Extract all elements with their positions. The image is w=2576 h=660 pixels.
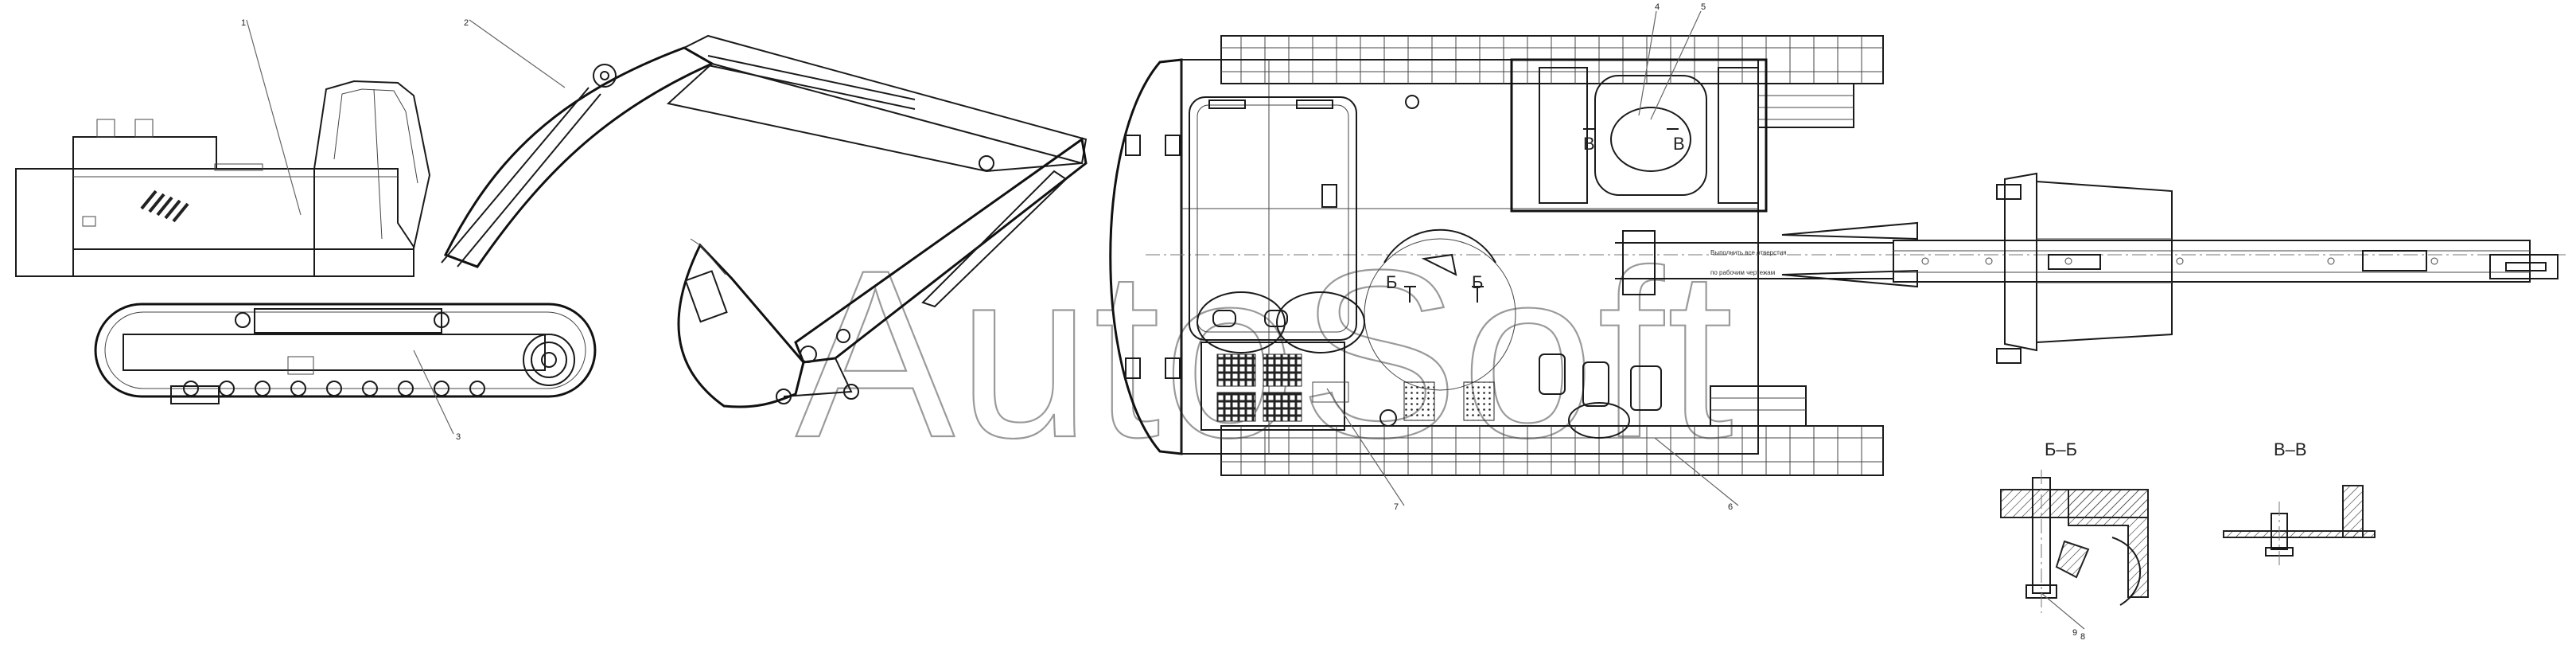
callout-8: 8 [2080,632,2085,642]
section-mark-b-right: Б [1472,272,1483,292]
callout-7: 7 [1394,502,1399,512]
callout-6: 6 [1728,502,1733,512]
section-mark-b-left: Б [1386,272,1397,292]
section-mark-v-left: В [1583,134,1595,154]
excavator-side-view: 1 2 3 [15,18,1088,442]
section-mark-v-right: В [1673,134,1685,154]
callout-2: 2 [464,18,469,28]
watermark: AutoSoft [796,220,1737,487]
callout-1: 1 [241,18,246,28]
section-b-b: Б–Б 8 9 [2000,439,2149,642]
note-line-2: по рабочим чертежам [1710,269,1775,276]
upper-track [1220,35,1884,128]
callout-9: 9 [2072,628,2077,638]
callout-4: 4 [1655,2,1660,12]
section-v-v-title: В–В [2274,439,2307,459]
section-b-b-title: Б–Б [2045,439,2077,459]
excavator-top-view: Б Б В В [1109,2,2570,512]
callout-3: 3 [456,432,461,442]
section-v-v: В–В [2223,439,2376,565]
note-line-1: Выполнить все отверстия [1710,249,1787,256]
callout-5: 5 [1701,2,1706,12]
